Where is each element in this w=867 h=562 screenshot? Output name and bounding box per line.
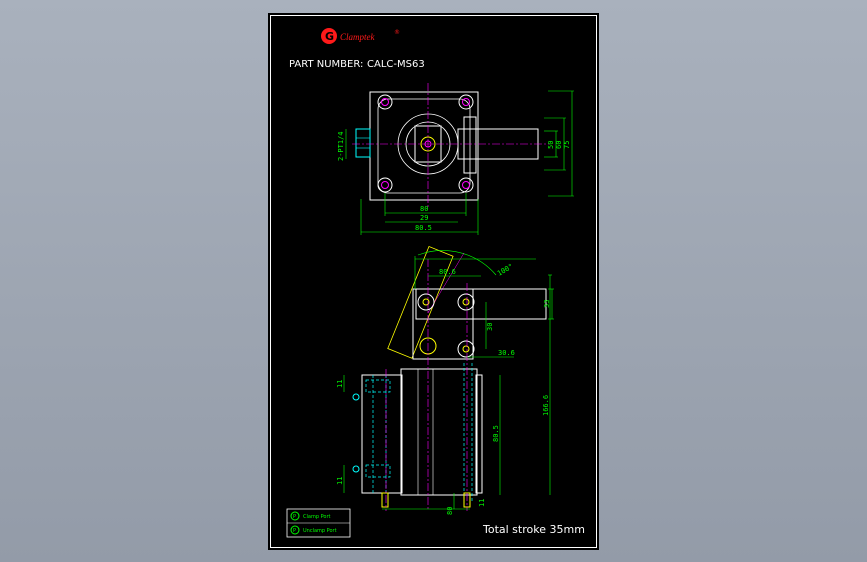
dim-side-f: 80.5 (492, 425, 500, 442)
side-view-dimensions (343, 256, 554, 510)
logo-mark-icon (321, 28, 337, 44)
bolt-holes (377, 94, 474, 193)
dim-side-g: 11 (336, 380, 344, 388)
drawing-sheet: G Clamptek ® PART NUMBER: CALC-MS63 (268, 13, 599, 550)
clamp-arm-side (415, 288, 547, 320)
cylinder-body (400, 368, 478, 496)
dim-angle: 100° (496, 262, 515, 277)
unclamp-port-icon (290, 525, 300, 535)
top-view-dimensions (345, 90, 574, 235)
logo-glyph: G (325, 30, 334, 43)
top-view: 2-PT1/4 80 29 80.5 50 60 75 (337, 83, 574, 235)
dim-side-e: 166.6 (542, 395, 550, 416)
dim-side-j: 80 (446, 507, 454, 515)
dim-side-i: 11 (478, 499, 486, 507)
clamp-port-icon (290, 511, 300, 521)
dim-top-h-c: 80.5 (415, 224, 432, 232)
dim-side-a: 80.6 (439, 268, 456, 276)
port-legend: P Clamp Port P Unclamp Port (286, 508, 351, 538)
dim-top-v-c: 75 (563, 141, 571, 149)
dim-top-v-a: 50 (547, 141, 555, 149)
dim-side-b: 33 (543, 300, 551, 308)
dim-thread: 2-PT1/4 (337, 131, 345, 161)
logo-reg-mark: ® (394, 29, 400, 36)
clamptek-logo: G Clamptek ® (321, 28, 400, 44)
arm-swing-position (387, 246, 454, 359)
logo-brand: Clamptek (340, 32, 375, 42)
dim-top-h-b: 29 (420, 214, 428, 222)
stroke-note: Total stroke 35mm (482, 523, 585, 536)
unclamp-port-label: Unclamp Port (303, 528, 337, 534)
unclamp-port-code: P (293, 528, 296, 534)
sheet-border (270, 15, 597, 548)
side-view: 100° 80.6 33 30 30.6 166.6 80.5 11 11 11… (336, 246, 554, 515)
clamp-port-label: Clamp Port (303, 514, 331, 520)
clamp-port-code: P (293, 514, 296, 520)
dim-top-v-b: 60 (555, 141, 563, 149)
part-number-label: PART NUMBER: (289, 59, 363, 70)
dim-side-h: 11 (336, 477, 344, 485)
dim-side-c: 30 (486, 323, 494, 331)
part-number-value: CALC-MS63 (367, 59, 425, 70)
dim-top-h-a: 80 (420, 205, 428, 213)
dim-side-d: 30.6 (498, 349, 515, 357)
